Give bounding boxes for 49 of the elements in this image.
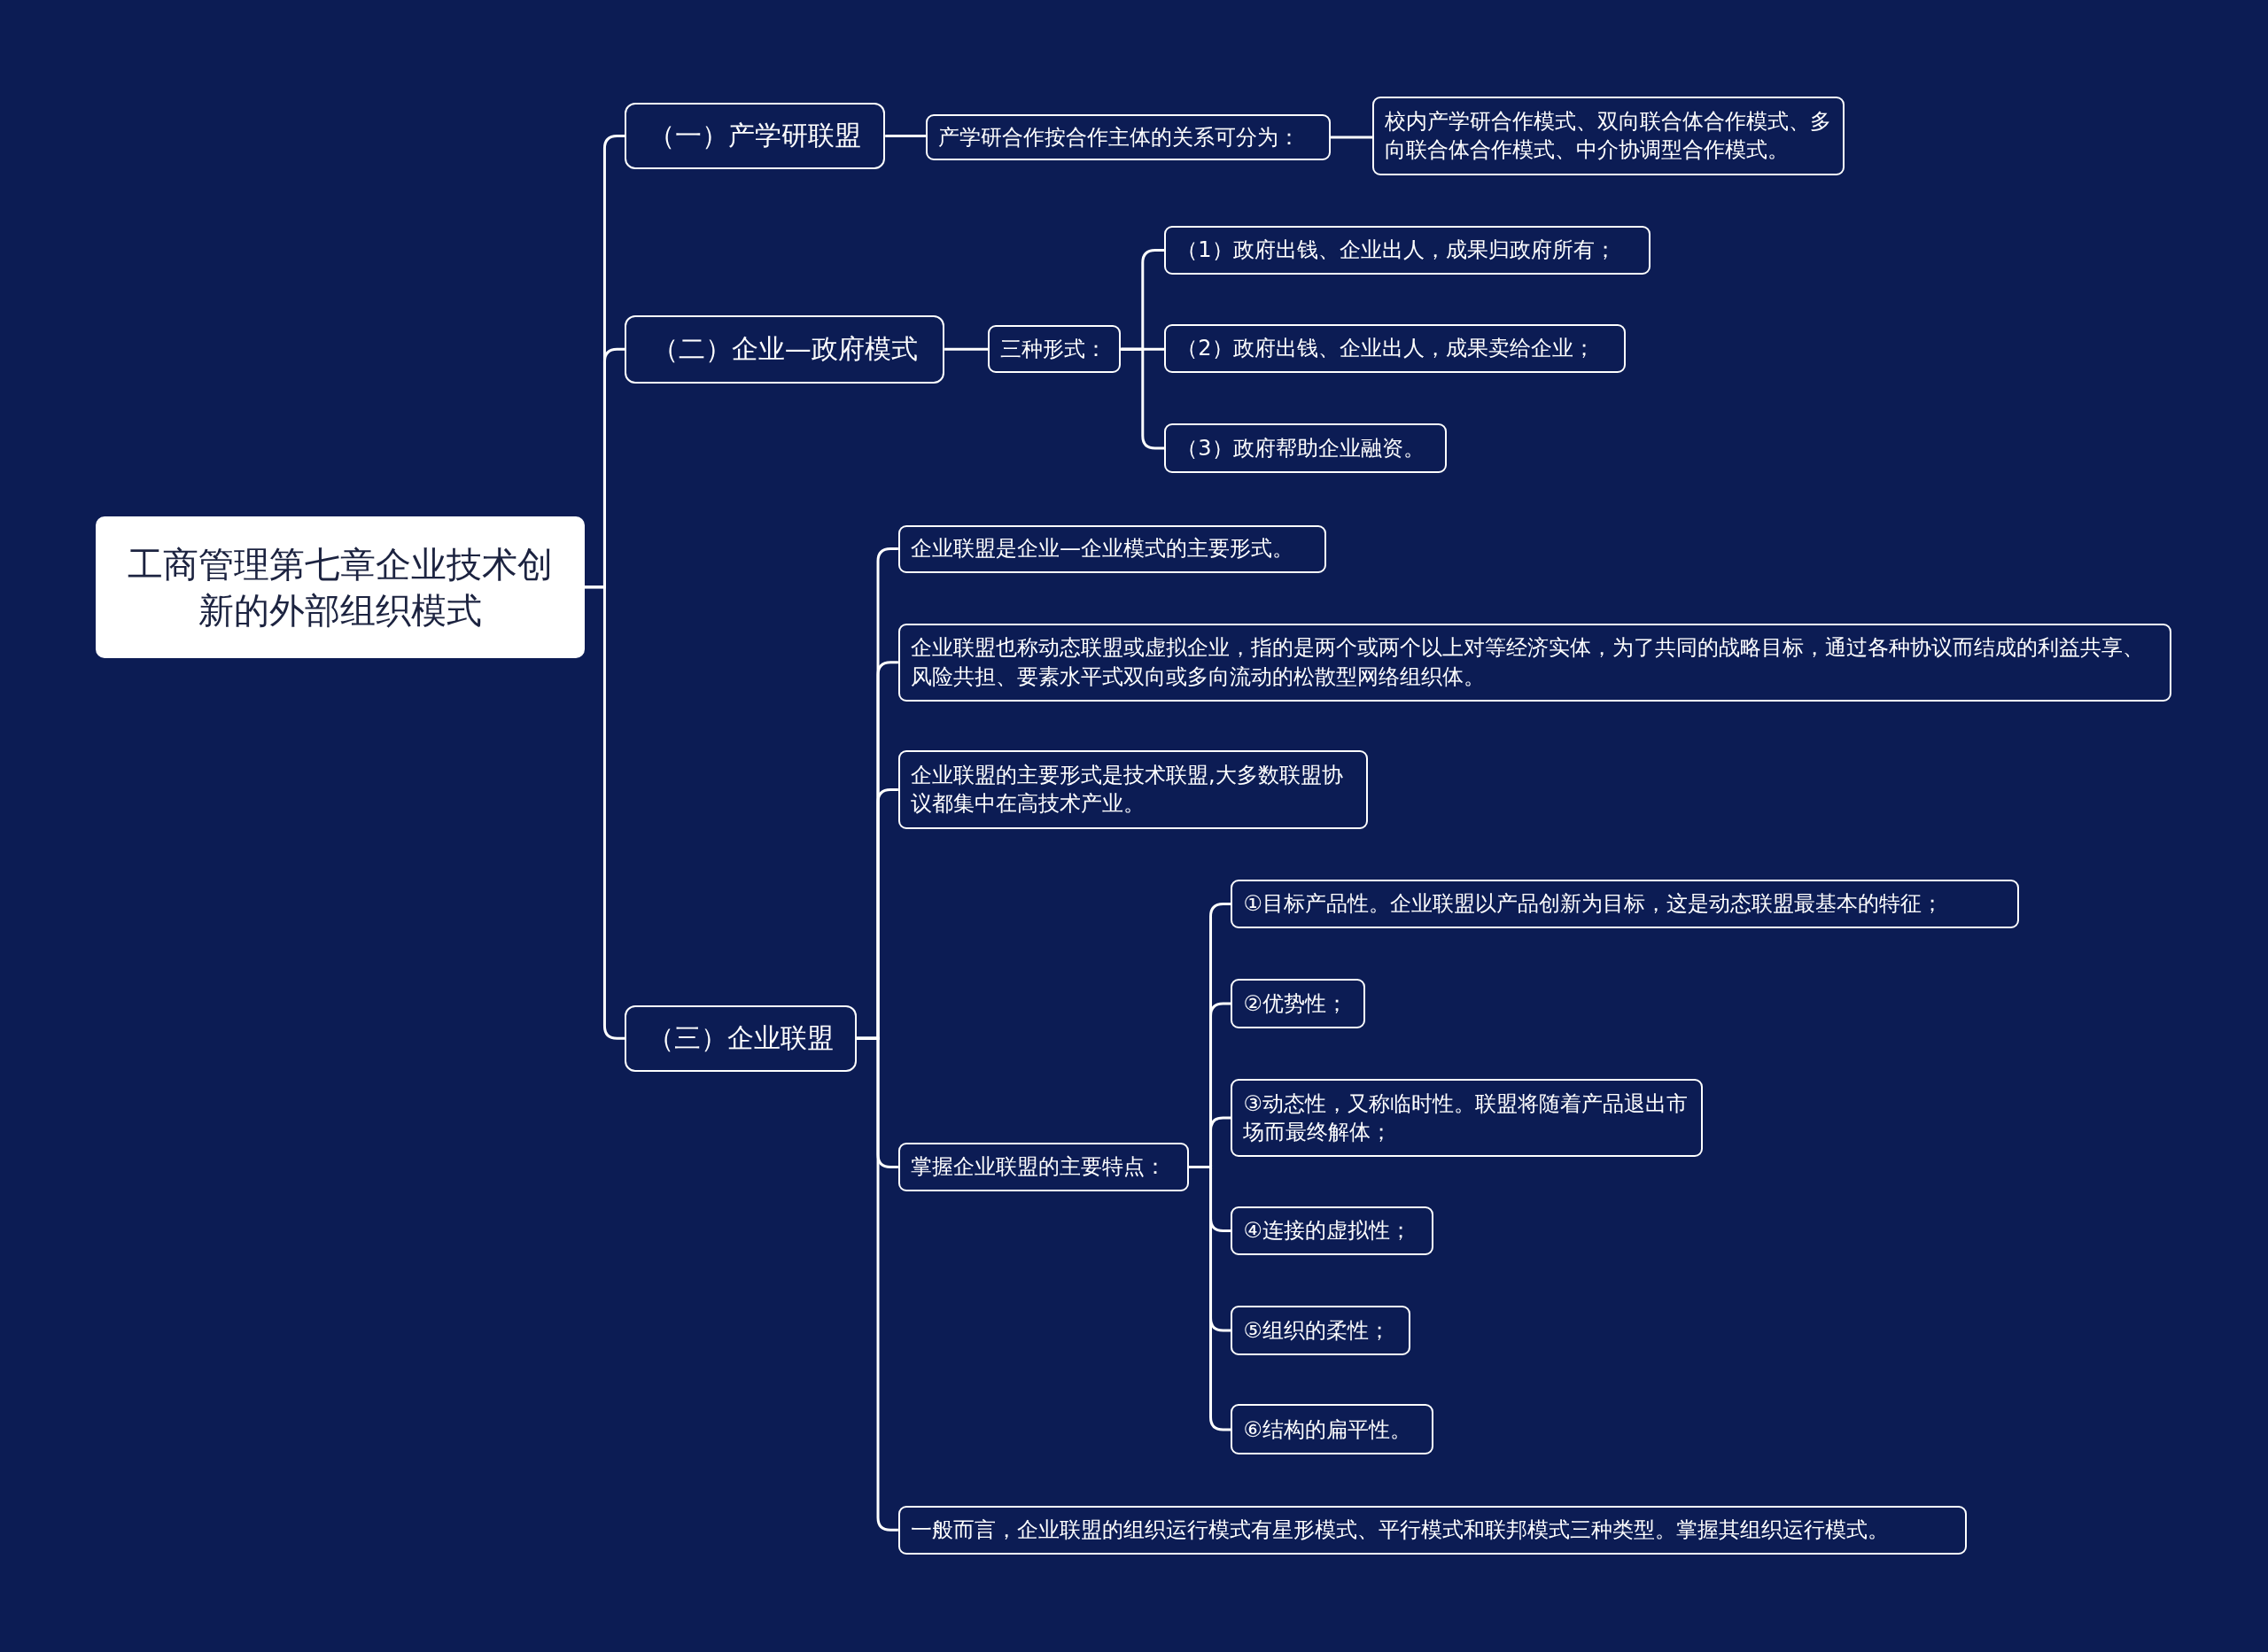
topic-box [897,1505,1968,1555]
topic-text: ②优势性； [1243,989,1348,1018]
topic-text: ⑥结构的扁平性。 [1243,1415,1411,1444]
connector-line [944,347,989,351]
topic-box [1231,1306,1410,1355]
topic-text: （2）政府出钱、企业出人，成果卖给企业； [1177,335,1595,363]
topic-box [1231,979,1366,1028]
topic-text: （二）企业—政府模式 [651,332,918,366]
connector-line [856,1036,898,1532]
topic-text: ①目标产品性。企业联盟以产品创新为目标，这是动态联盟最基本的特征； [1243,890,1943,919]
central-topic-box [95,516,585,658]
connector-line [1121,347,1165,450]
topic-box [1372,97,1845,175]
topic-text: （三）企业联盟 [647,1021,834,1055]
topic-box [625,314,945,384]
topic-box [988,325,1122,374]
topic-box [897,524,1327,573]
topic-box [1231,1404,1433,1455]
topic-text: ④连接的虚拟性； [1243,1217,1411,1245]
connector-line [584,586,625,1040]
topic-box [1164,423,1447,473]
topic-text: （3）政府帮助企业融资。 [1177,434,1425,462]
topic-box [1231,879,2020,929]
topic-text: 三种形式： [1000,336,1107,364]
topic-box [625,1004,857,1072]
topic-box [1231,1078,1703,1158]
topic-text: （1）政府出钱、企业出人，成果归政府所有； [1177,237,1616,265]
topic-text: 校内产学研合作模式、双向联合体合作模式、多向联合体合作模式、中介协调型合作模式。 [1385,108,1832,165]
topic-text: 掌握企业联盟的主要特点： [910,1153,1166,1182]
topic-box [1231,1206,1433,1256]
topic-text: ⑤组织的柔性； [1243,1316,1390,1345]
topic-text: 企业联盟的主要形式是技术联盟,大多数联盟协议都集中在高技术产业。 [910,762,1344,818]
topic-box [1164,323,1627,374]
topic-text: 产学研合作按合作主体的关系可分为： [937,123,1300,151]
topic-box [897,623,2171,702]
connector-line [1189,1166,1231,1431]
topic-text: 一般而言，企业联盟的组织运行模式有星形模式、平行模式和联邦模式三种类型。掌握其组织运行模式。 [910,1516,1889,1545]
topic-text: 企业联盟也称动态联盟或虚拟企业，指的是两个或两个以上对等经济实体，为了共同的战略目标，通过各种协议而结成的利益共享、风险共担、要素水平式双向或多向流动的松散型网络组织体。 [910,634,2145,691]
connector-line [885,134,926,137]
topic-box [1164,225,1651,275]
connector-line [1331,136,1373,139]
topic-box [897,1142,1190,1192]
topic-box [625,102,886,169]
topic-text: 工商管理第七章企业技术创新的外部组织模式 [126,542,554,632]
topic-box [897,750,1369,829]
topic-text: 企业联盟是企业—企业模式的主要形式。 [910,535,1293,563]
topic-text: （一）产学研联盟 [649,119,862,153]
topic-text: ③动态性，又称临时性。联盟将随着产品退出市场而最终解体； [1243,1090,1689,1147]
topic-box [925,113,1332,161]
